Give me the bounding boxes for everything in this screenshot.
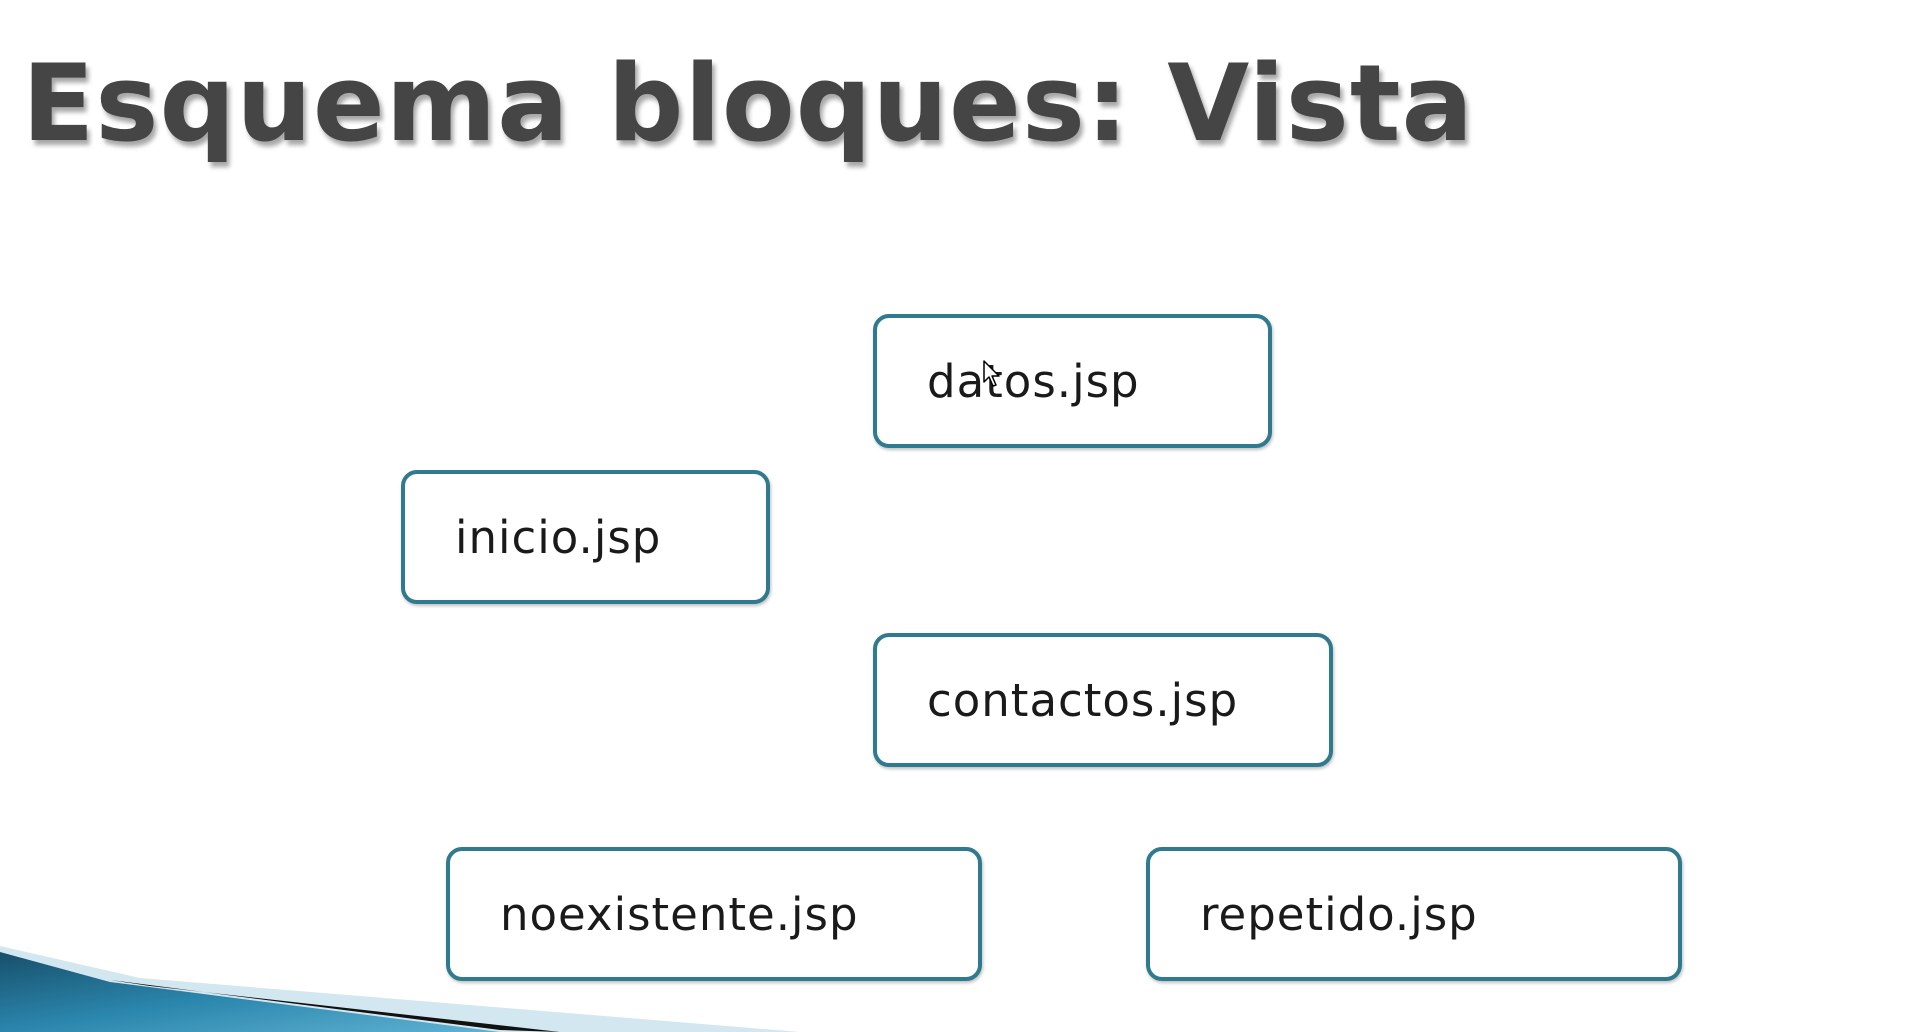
node-repetido: repetido.jsp — [1146, 847, 1682, 981]
mouse-pointer-icon — [983, 360, 1000, 387]
node-label: datos.jsp — [927, 354, 1140, 408]
node-contactos: contactos.jsp — [873, 633, 1333, 767]
corner-decoration — [0, 946, 800, 1032]
node-datos: datos.jsp — [873, 314, 1272, 448]
node-noexistente: noexistente.jsp — [446, 847, 982, 981]
node-label: noexistente.jsp — [500, 887, 859, 941]
node-inicio: inicio.jsp — [401, 470, 770, 604]
node-label: inicio.jsp — [455, 510, 662, 564]
slide-title: Esquema bloques: Vista — [22, 42, 1475, 165]
node-label: contactos.jsp — [927, 673, 1239, 727]
node-label: repetido.jsp — [1200, 887, 1478, 941]
